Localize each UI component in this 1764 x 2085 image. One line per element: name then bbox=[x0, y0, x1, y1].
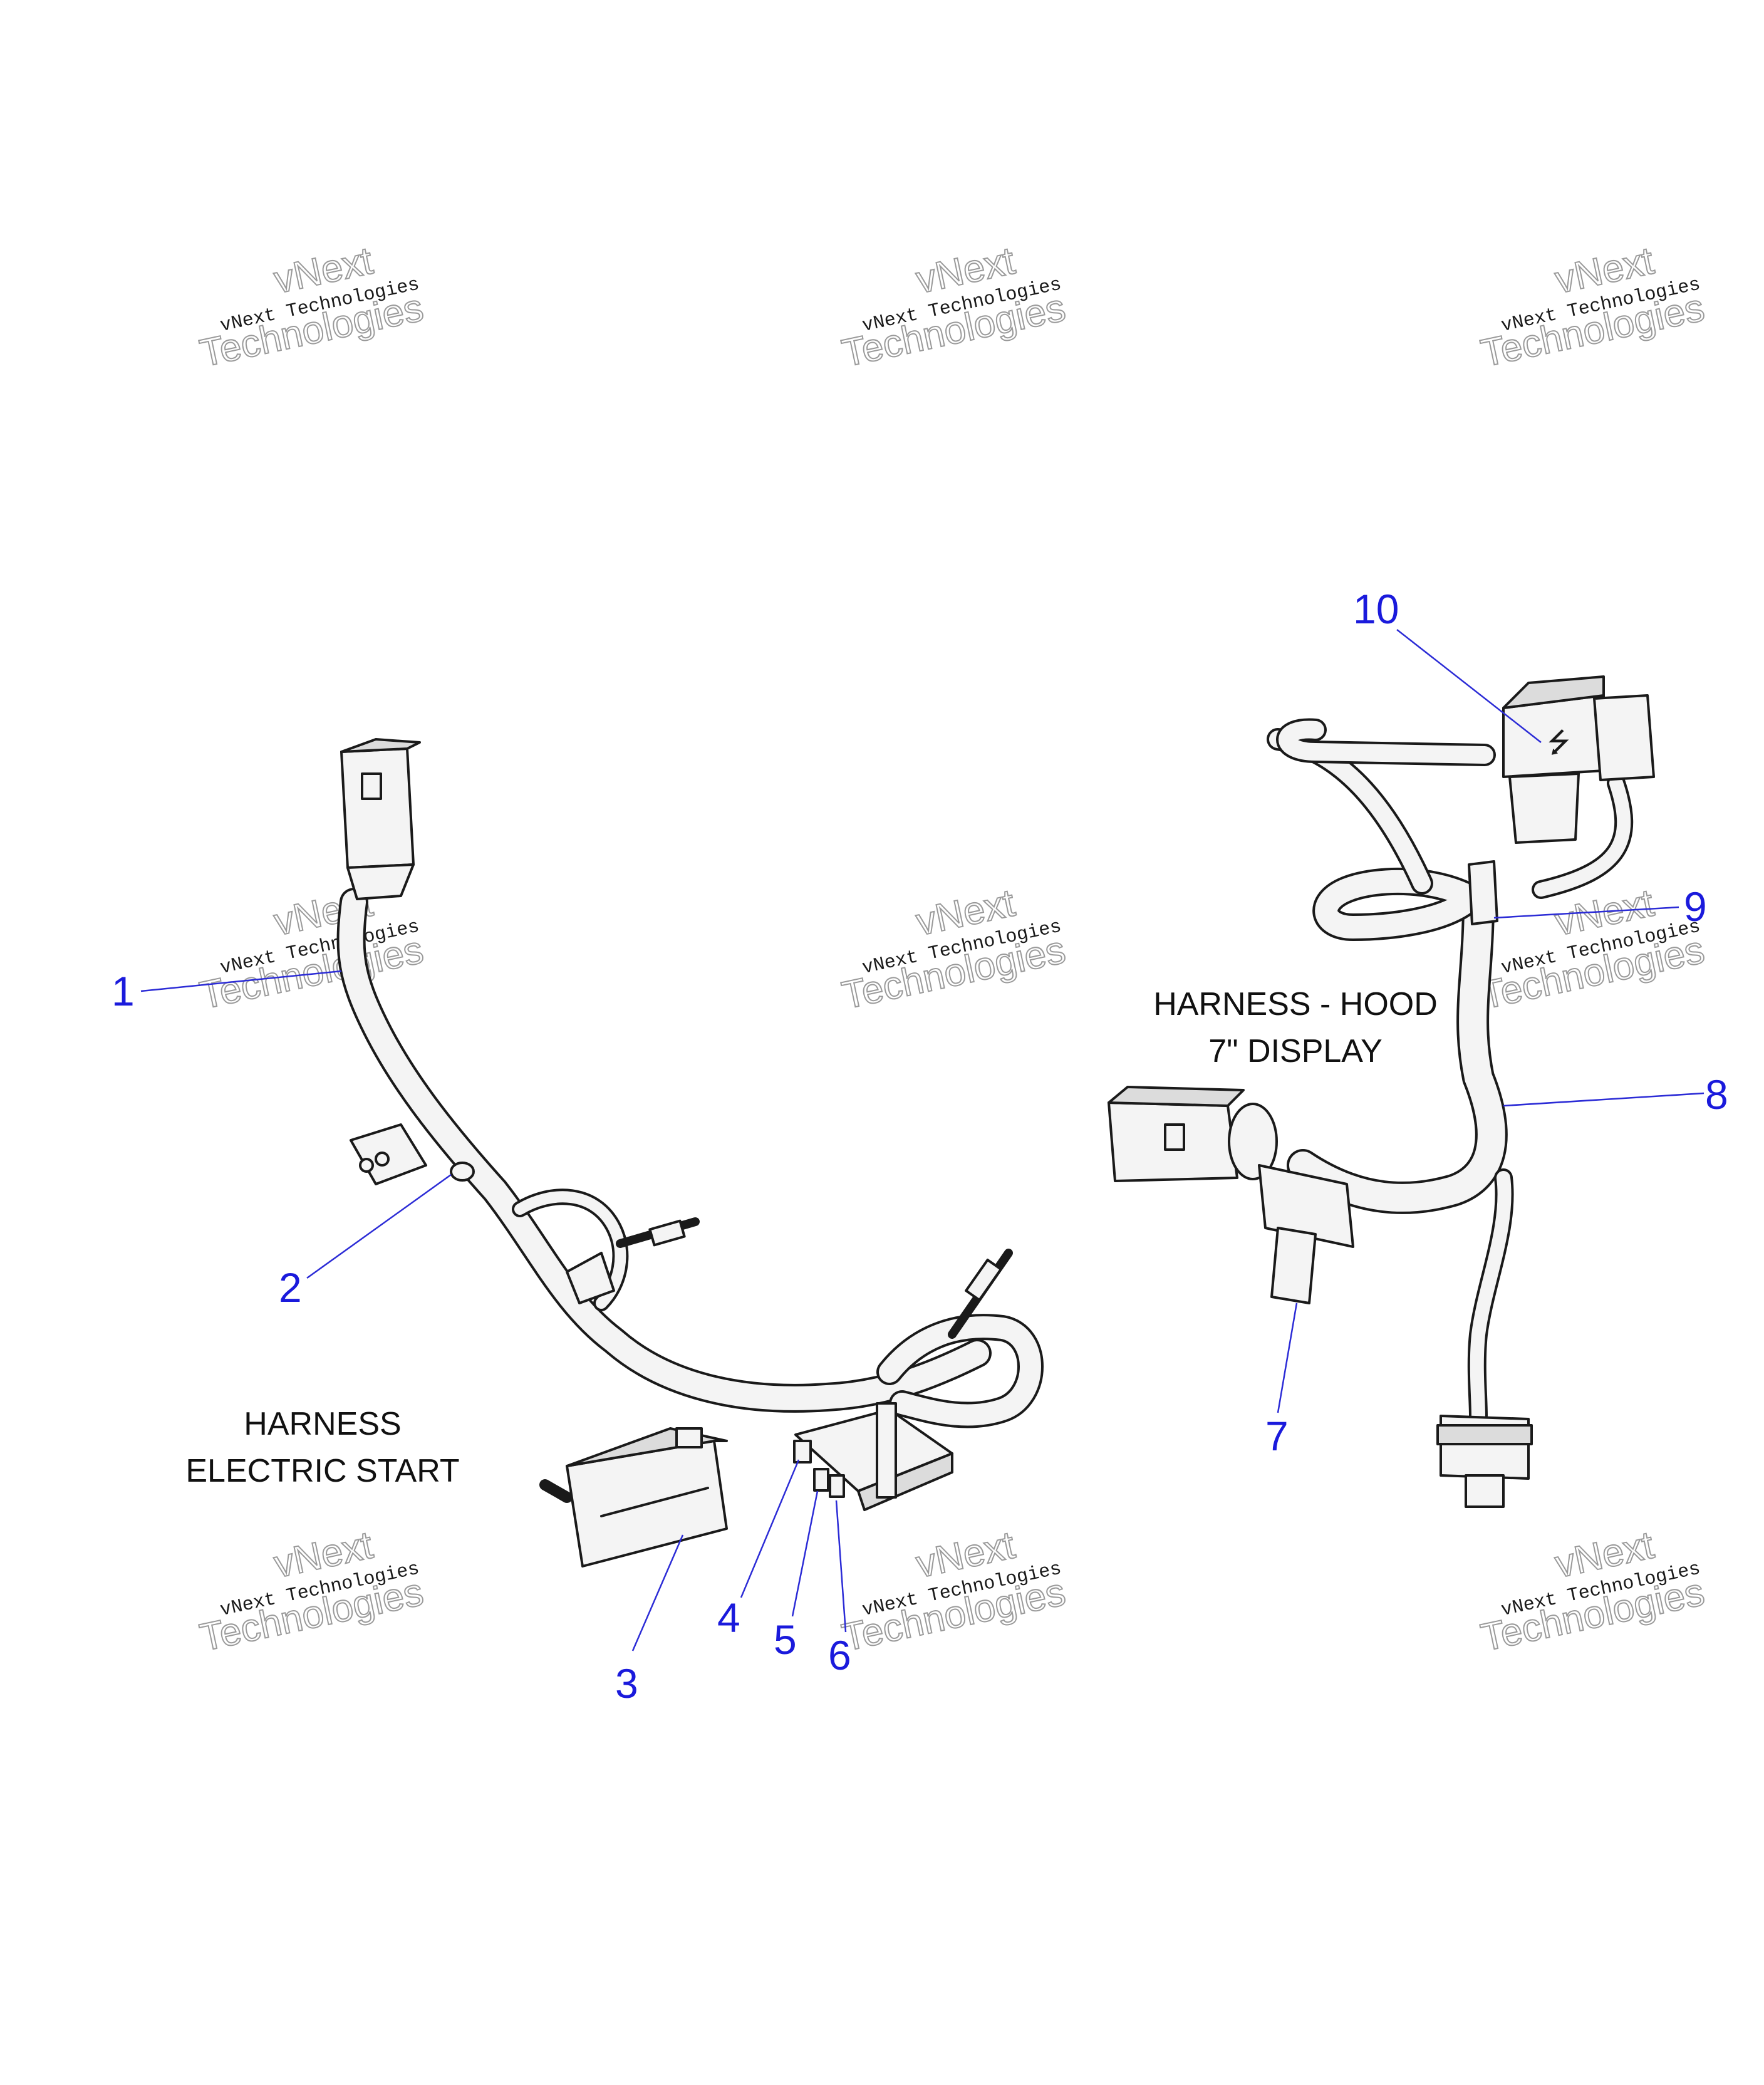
watermark-bottom-left: vNext vNext Technologies Technologies bbox=[195, 1523, 427, 1661]
pin-terminal-b bbox=[965, 1258, 1002, 1302]
wire-clip bbox=[566, 1252, 615, 1304]
fuse-block-clamp bbox=[876, 1402, 897, 1499]
bottom-connector-seal bbox=[1436, 1424, 1533, 1445]
caption-hood-line1: HARNESS - HOOD bbox=[1153, 986, 1438, 1022]
main-wire-fill bbox=[339, 890, 989, 1410]
display-connector-top bbox=[1108, 1086, 1245, 1107]
relay-groove bbox=[600, 1487, 709, 1517]
caption-electric-start-line1: HARNESS bbox=[244, 1406, 401, 1442]
usb-hook-fill bbox=[1279, 720, 1493, 764]
display-connector-seal bbox=[1228, 1103, 1278, 1180]
right-branch-fill bbox=[1534, 776, 1631, 897]
watermark-mid-center: vNext vNext Technologies Technologies bbox=[838, 881, 1069, 1019]
side-connector-tab bbox=[1270, 1227, 1317, 1304]
watermark-top-right: vNext vNext Technologies Technologies bbox=[1476, 239, 1708, 377]
leader-2 bbox=[306, 1173, 452, 1279]
fuse-6 bbox=[829, 1474, 845, 1498]
hood-tail-fill bbox=[1470, 1171, 1512, 1423]
mid-connector-socket bbox=[359, 1158, 374, 1173]
callout-10[interactable]: 10 bbox=[1353, 586, 1399, 632]
pin-terminal-a bbox=[648, 1219, 686, 1247]
watermark-bottom-right: vNext vNext Technologies Technologies bbox=[1476, 1523, 1708, 1661]
leader-10 bbox=[1396, 629, 1542, 743]
watermark-top-center: vNext vNext Technologies Technologies bbox=[838, 239, 1069, 377]
relay-block bbox=[539, 1427, 728, 1568]
display-connector-latch bbox=[1164, 1123, 1185, 1151]
usb-housing-top bbox=[1502, 675, 1605, 709]
callout-2[interactable]: 2 bbox=[279, 1264, 302, 1311]
display-connector bbox=[1108, 1086, 1278, 1182]
caption-hood-line2: 7" DISPLAY bbox=[1208, 1033, 1383, 1069]
relay-tab bbox=[675, 1427, 703, 1448]
connector-latch bbox=[361, 772, 382, 800]
usb-lower-body bbox=[1508, 772, 1580, 844]
bottom-connector bbox=[1436, 1415, 1533, 1508]
fuse-block bbox=[793, 1402, 953, 1511]
watermark-top-left: vNext vNext Technologies Technologies bbox=[195, 239, 427, 377]
connector-body bbox=[340, 747, 415, 869]
fuse-4 bbox=[793, 1440, 812, 1464]
leader-7 bbox=[1277, 1302, 1298, 1413]
mid-connector-body bbox=[350, 1123, 427, 1185]
leader-8 bbox=[1503, 1092, 1704, 1107]
callout-5[interactable]: 5 bbox=[774, 1616, 797, 1663]
fuse-5 bbox=[813, 1468, 829, 1492]
leader-3 bbox=[631, 1534, 684, 1651]
watermark-mid-right: vNext vNext Technologies Technologies bbox=[1476, 881, 1708, 1019]
side-connector-body bbox=[1258, 1164, 1354, 1248]
harness-hood-display: ⭍ bbox=[1108, 675, 1655, 1508]
harness-electric-start bbox=[336, 738, 1044, 1568]
callout-7[interactable]: 7 bbox=[1265, 1413, 1289, 1459]
bottom-connector-latch bbox=[1465, 1474, 1505, 1508]
callout-9[interactable]: 9 bbox=[1684, 883, 1707, 930]
captions: HARNESS ELECTRIC START HARNESS - HOOD 7"… bbox=[185, 986, 1437, 1489]
watermark-bottom-center: vNext vNext Technologies Technologies bbox=[838, 1523, 1069, 1661]
leader-1 bbox=[140, 970, 342, 992]
relay-stud bbox=[539, 1479, 573, 1503]
side-connector bbox=[1258, 1164, 1354, 1304]
usb-module: ⭍ bbox=[1502, 675, 1655, 844]
branch-wire-fill bbox=[514, 1191, 626, 1309]
callout-1[interactable]: 1 bbox=[112, 968, 135, 1014]
leader-lines bbox=[140, 629, 1704, 1651]
hood-loop-fill bbox=[1315, 870, 1490, 939]
usb-cap bbox=[1593, 694, 1655, 781]
usb-icon: ⭍ bbox=[1547, 727, 1570, 759]
hood-trunk-fill bbox=[1289, 888, 1505, 1212]
connector-neck bbox=[346, 863, 415, 900]
callout-4[interactable]: 4 bbox=[717, 1594, 740, 1641]
callout-8[interactable]: 8 bbox=[1705, 1071, 1728, 1118]
leader-6 bbox=[835, 1500, 847, 1633]
loop-wire-fill bbox=[879, 1316, 1041, 1426]
grommet bbox=[450, 1162, 475, 1182]
callout-6[interactable]: 6 bbox=[828, 1632, 851, 1678]
leader-4 bbox=[740, 1459, 800, 1598]
top-connector bbox=[340, 738, 421, 900]
callout-numbers: 1 2 3 4 5 6 7 8 9 10 bbox=[112, 586, 1728, 1707]
connector-cap bbox=[340, 738, 421, 753]
harness-clip bbox=[1468, 860, 1498, 925]
callout-3[interactable]: 3 bbox=[615, 1660, 638, 1707]
mid-connector bbox=[350, 1123, 427, 1185]
mid-connector-socket bbox=[375, 1152, 390, 1167]
caption-electric-start-line2: ELECTRIC START bbox=[185, 1453, 459, 1489]
leader-9 bbox=[1493, 906, 1679, 919]
leader-5 bbox=[791, 1490, 819, 1617]
